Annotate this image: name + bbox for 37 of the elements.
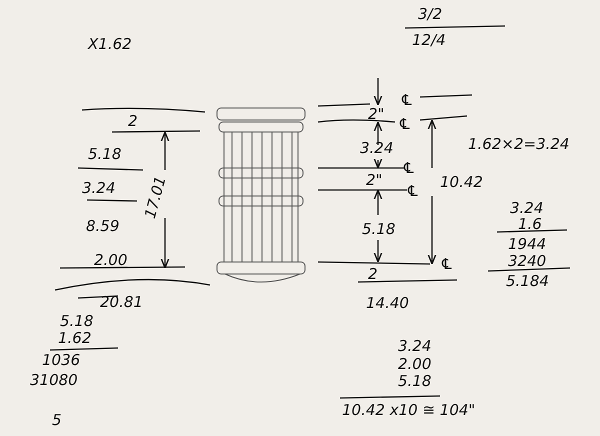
handwritten-number: 20.81 bbox=[100, 294, 143, 311]
handwritten-number: 1944 bbox=[508, 236, 546, 253]
handwritten-number: 3.24 bbox=[398, 338, 432, 355]
handwritten-number: 12/4 bbox=[412, 32, 446, 49]
handwritten-number: 1.6 bbox=[518, 216, 542, 233]
handwritten-number: 1.62 bbox=[58, 330, 92, 347]
handwritten-number: 10.42 x10 ≅ 104" bbox=[342, 402, 476, 419]
handwritten-number: 5 bbox=[52, 412, 62, 429]
handwritten-number: 5.18 bbox=[88, 146, 122, 163]
handwritten-number: 1036 bbox=[42, 352, 80, 369]
handwritten-number: ℄ bbox=[440, 256, 454, 273]
handwritten-number: 5.18 bbox=[398, 373, 432, 390]
handwritten-number: 2 bbox=[368, 266, 378, 283]
handwritten-number: 1.62×2=3.24 bbox=[468, 136, 570, 153]
handwritten-number: ℄ bbox=[406, 183, 420, 200]
handwritten-number: 5.18 bbox=[362, 221, 396, 238]
handwritten-number: 3.24 bbox=[360, 140, 394, 157]
handwritten-number: 3.24 bbox=[510, 200, 544, 217]
handwritten-number: ℄ bbox=[400, 92, 414, 109]
handwritten-number: 10.42 bbox=[440, 174, 483, 191]
handwritten-number: 5.184 bbox=[506, 273, 549, 290]
handwritten-number: 14.40 bbox=[366, 295, 409, 312]
handwritten-number: 2.00 bbox=[398, 356, 432, 373]
handwritten-number: 8.59 bbox=[86, 218, 120, 235]
handwritten-number: 3240 bbox=[508, 253, 546, 270]
handwritten-number: X1.62 bbox=[88, 36, 132, 53]
handwritten-number: 31080 bbox=[30, 372, 78, 389]
handwritten-number: ℄ bbox=[402, 160, 416, 177]
handwritten-number: 2.00 bbox=[94, 252, 128, 269]
handwritten-number: 17.01 bbox=[142, 174, 170, 220]
handwritten-number: 5.18 bbox=[60, 313, 94, 330]
handwritten-number: 2" bbox=[368, 106, 384, 123]
handwritten-number: 3/2 bbox=[418, 6, 442, 23]
handwritten-number: ℄ bbox=[398, 116, 412, 133]
handwritten-number: 2" bbox=[366, 172, 382, 189]
handwritten-number: 3.24 bbox=[82, 180, 116, 197]
handwritten-number: 2 bbox=[128, 113, 138, 130]
